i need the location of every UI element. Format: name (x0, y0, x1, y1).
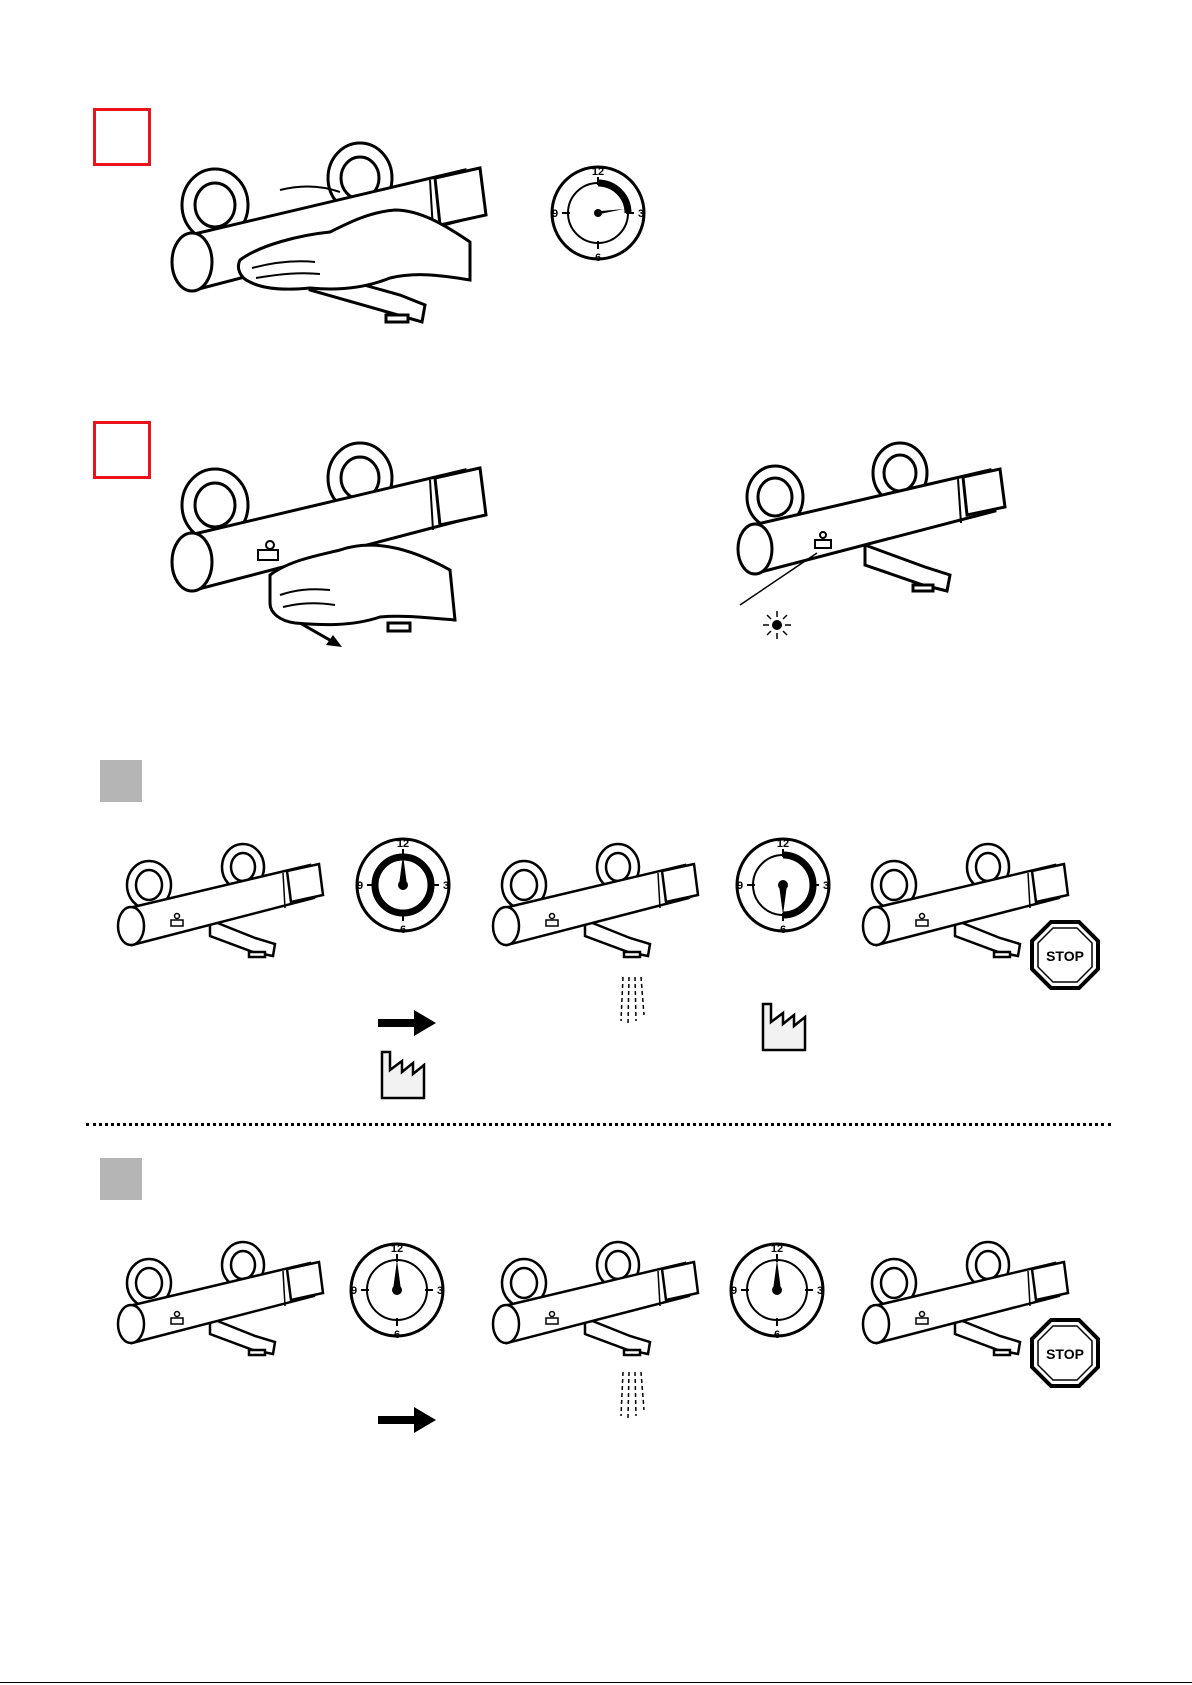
step-4-marker (100, 1158, 142, 1200)
arrow-right-icon (378, 1008, 438, 1038)
dial-label-12: 12 (391, 1243, 403, 1255)
dial-label-6: 6 (394, 1329, 400, 1341)
mixer-tap-icon (490, 840, 705, 965)
factory-icon (760, 1000, 808, 1052)
dial-label-3: 3 (443, 880, 449, 892)
dial-label-12: 12 (777, 838, 789, 850)
water-spray-icon (615, 975, 651, 1025)
dial-label-9: 9 (351, 1285, 357, 1297)
section-divider (86, 1123, 1111, 1126)
dial-label-9: 9 (357, 880, 363, 892)
clock-dial-icon: 12 3 6 9 (347, 1240, 447, 1340)
dial-label-9: 9 (552, 208, 558, 220)
arrow-down-right-icon (300, 623, 342, 647)
dial-label-3: 3 (437, 1285, 443, 1297)
dial-label-3: 3 (817, 1285, 823, 1297)
mixer-tap-icon (860, 840, 1075, 965)
page-bottom-rule (0, 1682, 1192, 1683)
dial-label-9: 9 (731, 1285, 737, 1297)
mixer-tap-press-button-illustration (170, 445, 500, 655)
clock-dial-icon: 12 3 6 9 (733, 835, 833, 935)
arrow-right-icon (378, 1405, 438, 1435)
dial-label-3: 3 (823, 880, 829, 892)
dial-label-6: 6 (595, 252, 601, 264)
clock-dial-icon: 12 3 6 9 (353, 835, 453, 935)
step-3-marker (100, 760, 142, 802)
mixer-tap-led-illustration (735, 445, 1025, 655)
mixer-tap-with-hand-illustration (170, 140, 500, 350)
dial-label-12: 12 (397, 838, 409, 850)
water-spray-icon (615, 1370, 651, 1420)
led-light-icon (763, 611, 791, 639)
step-2-marker (93, 421, 151, 479)
dial-label-9: 9 (737, 880, 743, 892)
dial-label-3: 3 (638, 208, 644, 220)
clock-dial-icon: 12 3 6 9 (548, 163, 648, 263)
factory-icon (379, 1048, 427, 1100)
step-1-marker (93, 108, 151, 166)
dial-label-12: 12 (771, 1243, 783, 1255)
mixer-tap-icon (115, 840, 330, 965)
dial-label-6: 6 (780, 924, 786, 936)
mixer-tap-icon (115, 1238, 330, 1363)
mixer-tap-icon (490, 1238, 705, 1363)
dial-label-6: 6 (400, 924, 406, 936)
dial-label-6: 6 (774, 1329, 780, 1341)
mixer-tap-icon (860, 1238, 1075, 1363)
dial-label-12: 12 (592, 166, 604, 178)
clock-dial-icon: 12 3 6 9 (727, 1240, 827, 1340)
